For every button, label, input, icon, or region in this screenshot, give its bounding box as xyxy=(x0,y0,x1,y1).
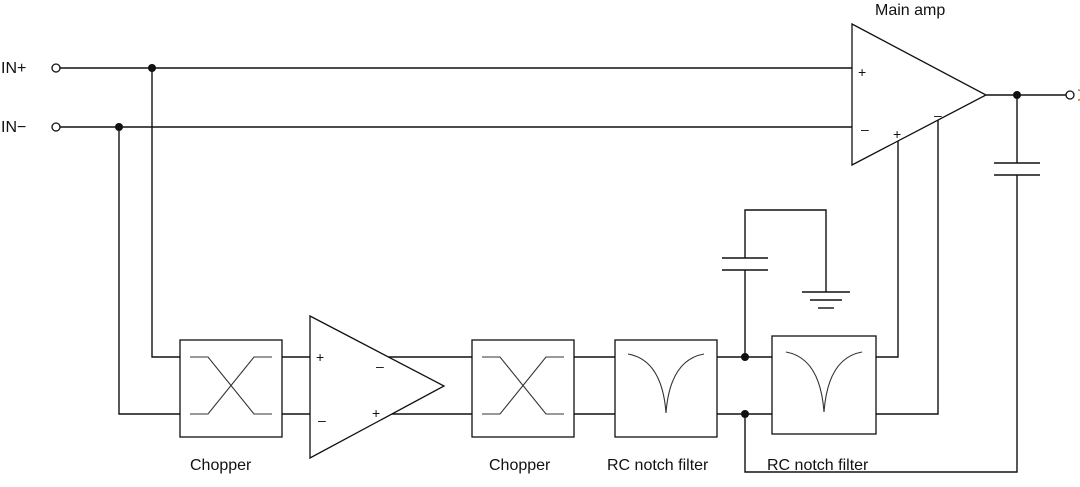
preamp-plus-sign: + xyxy=(316,349,324,365)
notch-filter-block-1 xyxy=(614,339,718,438)
output-terminal xyxy=(1065,90,1075,100)
preamp-minus-sign: – xyxy=(318,412,326,428)
chopper-2-label: Chopper xyxy=(489,457,551,474)
main-amplifier: + – + – xyxy=(851,22,988,167)
chopper-block-1 xyxy=(179,339,283,438)
ground-icon xyxy=(802,291,850,309)
main-amp-label: Main amp xyxy=(875,2,945,19)
notch-1-label: RC notch filter xyxy=(607,457,709,474)
in-minus-label: IN− xyxy=(1,119,26,136)
main-amp-minus-sign: – xyxy=(861,121,869,137)
ground-capacitor xyxy=(722,257,768,271)
in-plus-label: IN+ xyxy=(1,60,26,77)
in-minus-terminal xyxy=(51,122,61,132)
preamp-out-minus-sign: – xyxy=(376,358,384,374)
main-amp-plus-sign: + xyxy=(858,64,866,80)
main-amp-aux-plus-sign: + xyxy=(893,126,901,142)
chopper-block-2 xyxy=(471,339,575,438)
feedback-capacitor xyxy=(994,162,1040,176)
preamp-out-plus-sign: + xyxy=(372,405,380,421)
chopper-1-label: Chopper xyxy=(190,457,252,474)
wires xyxy=(60,67,1066,473)
notch-2-label: RC notch filter xyxy=(767,457,869,474)
notch-filter-block-2 xyxy=(771,335,877,435)
output-terminal-tail xyxy=(1077,89,1080,101)
in-plus-terminal xyxy=(51,63,61,73)
pre-amplifier: + – – + xyxy=(309,314,446,460)
main-amp-aux-minus-sign: – xyxy=(934,107,942,123)
junction-dots xyxy=(115,64,1021,418)
